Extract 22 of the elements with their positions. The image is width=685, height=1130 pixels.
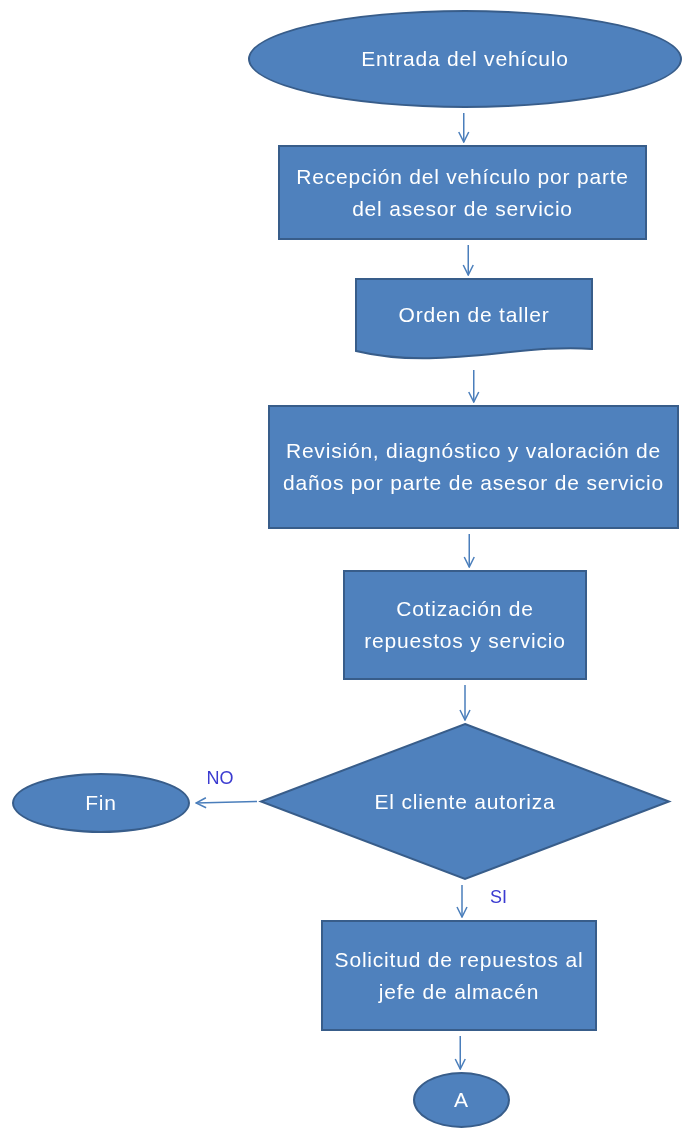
arrow bbox=[454, 1035, 466, 1070]
decision-diamond bbox=[260, 723, 670, 880]
arrow bbox=[195, 797, 258, 809]
node-text: Revisión, diagnóstico y valoración de daños por parte de asesor de servicio bbox=[282, 438, 665, 496]
process-box bbox=[268, 405, 679, 529]
node-text: Cotización de repuestos y servicio bbox=[363, 596, 567, 654]
process-box bbox=[343, 570, 587, 680]
node-text: Fin bbox=[85, 790, 117, 816]
arrow bbox=[459, 684, 471, 721]
arrow bbox=[456, 884, 468, 918]
arrow bbox=[458, 112, 470, 143]
node-text: Recepción del vehículo por parte del asesor de servicio bbox=[295, 163, 630, 222]
arrow bbox=[462, 244, 474, 276]
node-text: A bbox=[454, 1087, 469, 1113]
process-box bbox=[321, 920, 597, 1031]
node-text: Orden de taller bbox=[398, 301, 550, 328]
node-text: El cliente autoriza bbox=[374, 788, 556, 815]
node-text: Solicitud de repuestos al jefe de almacén bbox=[333, 946, 585, 1005]
node-text: Entrada del vehículo bbox=[361, 46, 569, 72]
process-box bbox=[278, 145, 647, 240]
arrow bbox=[463, 533, 475, 568]
arrow bbox=[468, 369, 480, 403]
